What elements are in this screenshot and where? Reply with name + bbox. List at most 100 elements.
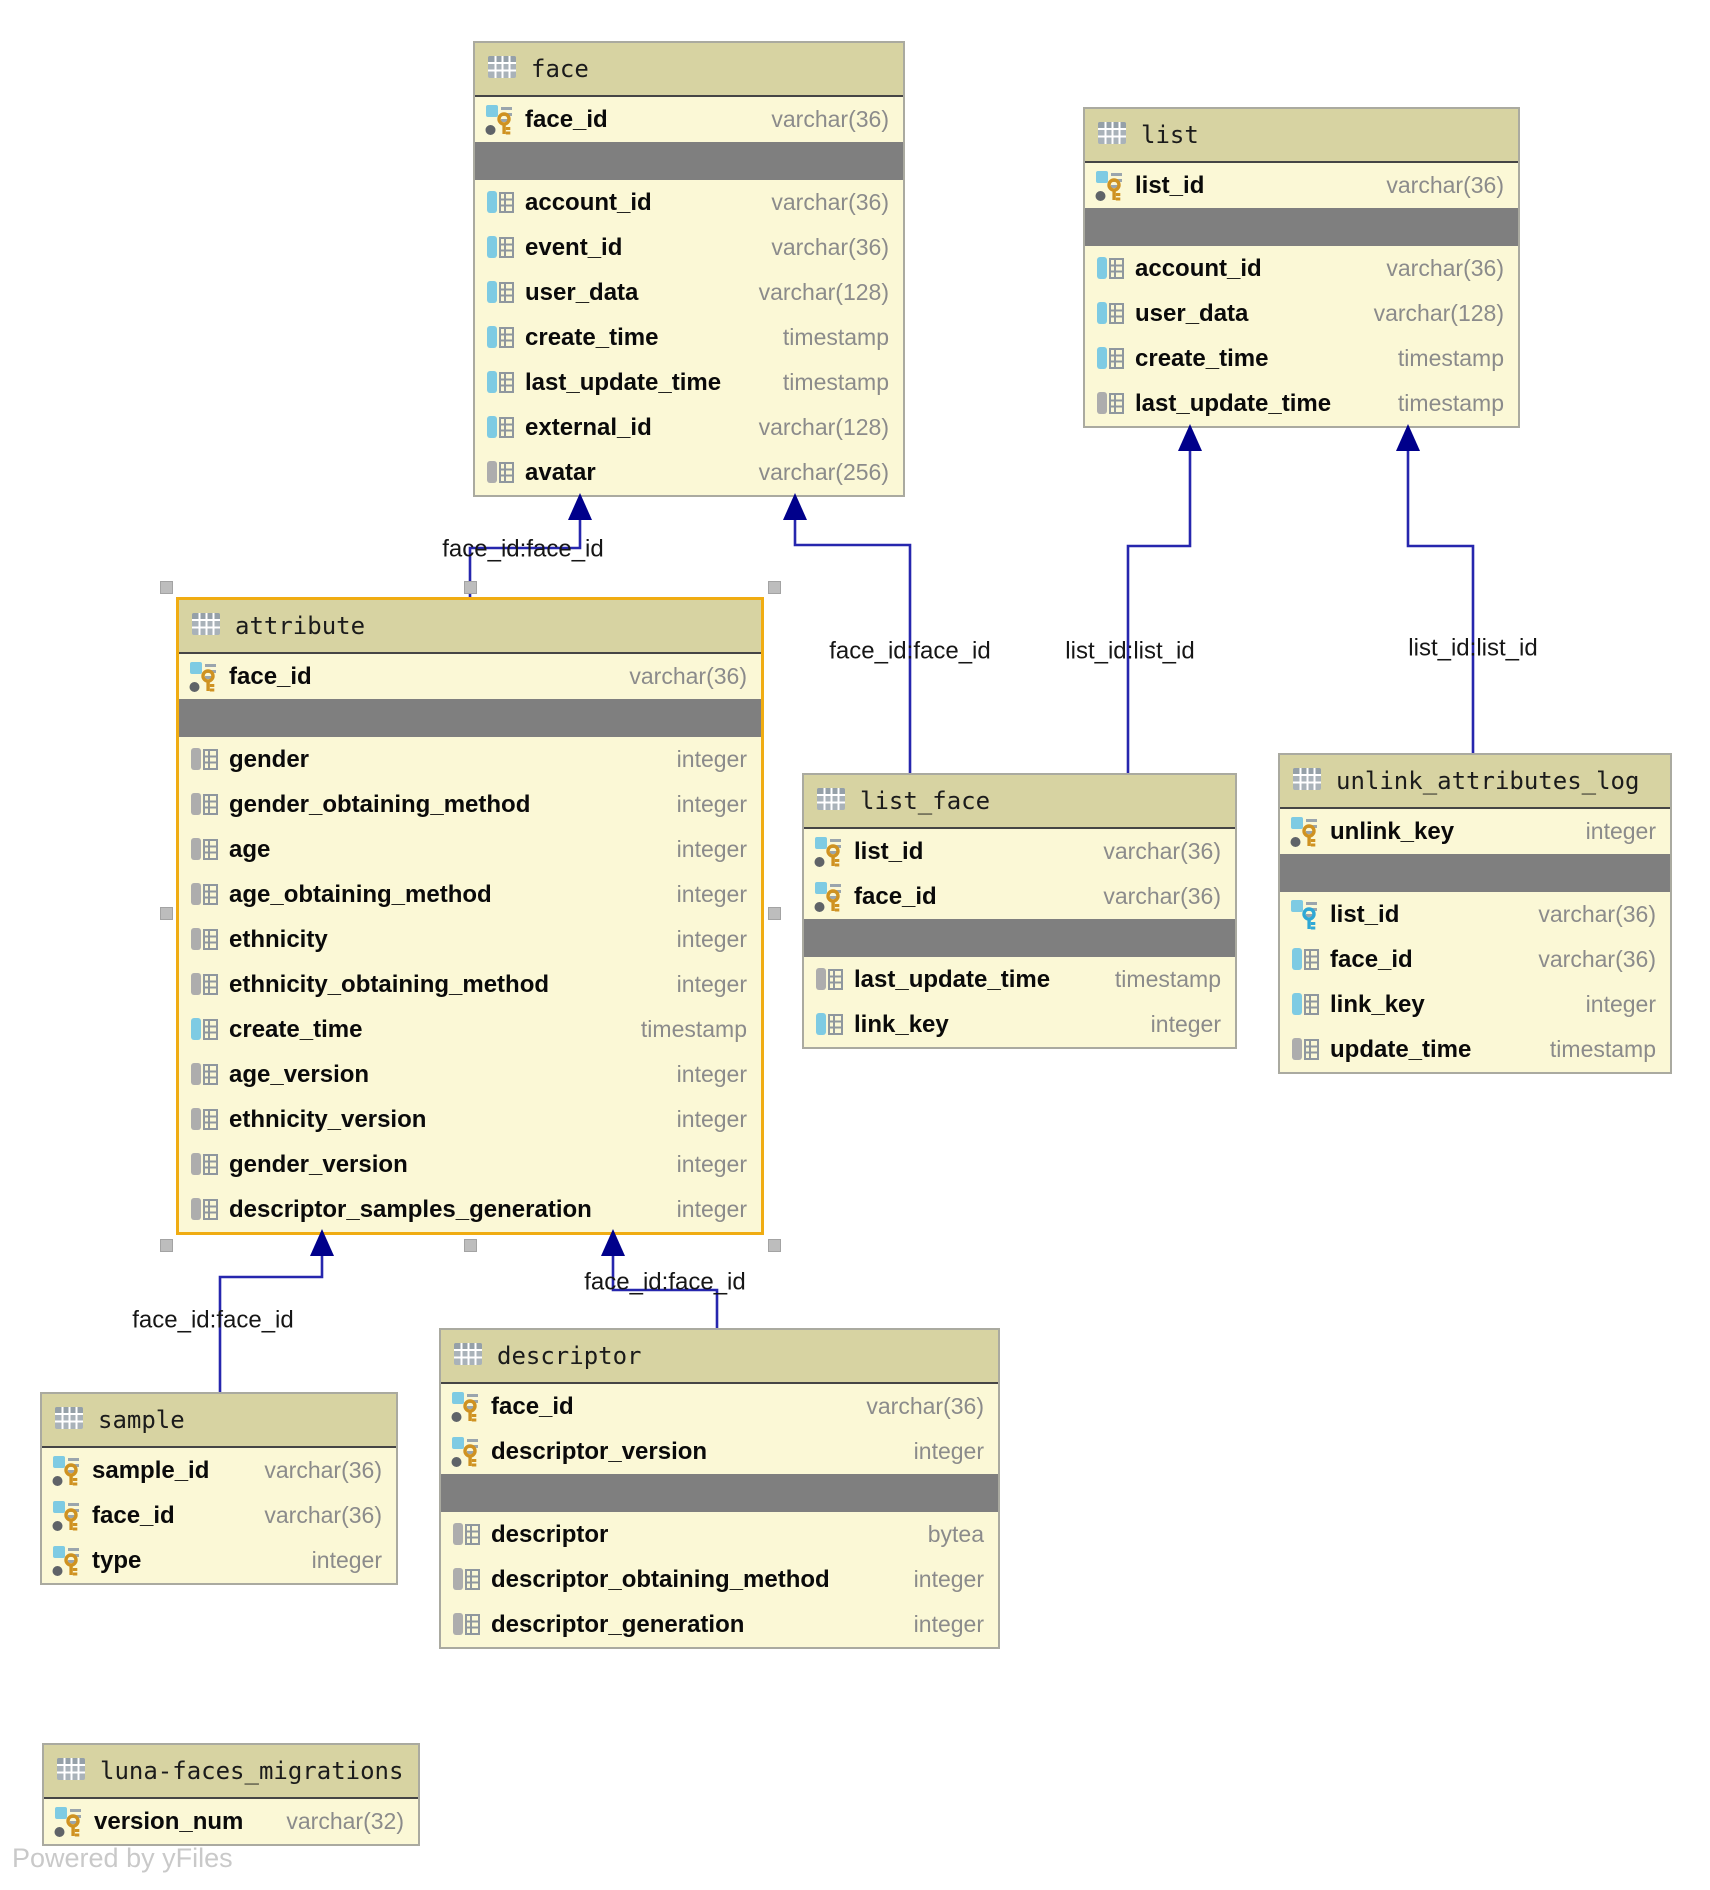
column-name: update_time — [1330, 1035, 1472, 1063]
selection-handle[interactable] — [160, 581, 173, 594]
table-header[interactable]: attribute — [179, 600, 761, 654]
column-type: timestamp — [1397, 345, 1504, 371]
edge-label: list_id:list_id — [1408, 635, 1537, 662]
column-type: integer — [676, 836, 747, 862]
column-type: integer — [913, 1611, 984, 1637]
column-type: varchar(36) — [1386, 172, 1504, 198]
selection-handle[interactable] — [160, 907, 173, 920]
selection-handle[interactable] — [768, 1239, 781, 1252]
column-icon — [485, 412, 515, 444]
edge-label: face_id:face_id — [584, 1269, 745, 1296]
edge-label: face_id:face_id — [829, 638, 990, 665]
column-icon — [189, 1059, 219, 1091]
column-type: varchar(36) — [264, 1457, 382, 1483]
relationship-edge-descriptor-to-attribute[interactable] — [611, 1247, 719, 1328]
relationship-edge-list_face-to-list[interactable] — [1126, 442, 1192, 773]
column-type: timestamp — [1549, 1036, 1656, 1062]
table-name: luna-faces_migrations — [100, 1757, 404, 1785]
column-group-separator — [179, 699, 761, 737]
table-name: descriptor — [497, 1342, 642, 1370]
selection-handle[interactable] — [160, 1239, 173, 1252]
column-name: account_id — [1135, 254, 1262, 282]
column-name: user_data — [525, 278, 639, 306]
selection-handle[interactable] — [768, 581, 781, 594]
column-icon — [1095, 298, 1125, 330]
column-name: descriptor_samples_generation — [229, 1195, 592, 1223]
selection-handle[interactable] — [464, 1239, 477, 1252]
column-icon — [485, 277, 515, 309]
relationship-edge-sample-to-attribute[interactable] — [218, 1247, 324, 1392]
table-grid-icon — [816, 786, 846, 817]
table-name: list_face — [860, 787, 991, 815]
table-header[interactable]: list_face — [804, 775, 1235, 829]
table-header[interactable]: unlink_attributes_log — [1280, 755, 1670, 809]
column-name: ethnicity_version — [229, 1105, 427, 1133]
column-type: timestamp — [1114, 966, 1221, 992]
column-group-separator — [1085, 208, 1518, 246]
table-header[interactable]: luna-faces_migrations — [44, 1745, 418, 1799]
column-name: create_time — [229, 1015, 363, 1043]
relationship-edge-list_face-to-face[interactable] — [793, 511, 912, 773]
table-header[interactable]: face — [475, 43, 903, 97]
column-name: last_update_time — [525, 368, 722, 396]
relationship-edge-unlink_attributes_log-to-list[interactable] — [1406, 442, 1475, 753]
column-type: varchar(36) — [771, 234, 889, 260]
selection-handle[interactable] — [464, 581, 477, 594]
table-header[interactable]: sample — [42, 1394, 396, 1448]
column-type: varchar(36) — [1386, 255, 1504, 281]
column-name: create_time — [1135, 344, 1269, 372]
column-icon — [485, 367, 515, 399]
column-name: age_obtaining_method — [229, 880, 492, 908]
table-header[interactable]: descriptor — [441, 1330, 998, 1384]
column-type: bytea — [927, 1521, 984, 1547]
column-name: descriptor_generation — [491, 1610, 745, 1638]
table-header[interactable]: list — [1085, 109, 1518, 163]
foreign-key-icon — [1290, 899, 1320, 931]
column-name: list_id — [854, 837, 924, 865]
column-type: varchar(256) — [758, 459, 889, 485]
column-name: link_key — [1330, 990, 1425, 1018]
table-grid-icon — [54, 1405, 84, 1436]
column-type: varchar(36) — [1103, 883, 1221, 909]
table-name: attribute — [235, 612, 366, 640]
column-name: link_key — [854, 1010, 949, 1038]
column-type: integer — [676, 1106, 747, 1132]
column-name: descriptor_obtaining_method — [491, 1565, 830, 1593]
column-type: integer — [676, 791, 747, 817]
column-type: varchar(36) — [1538, 946, 1656, 972]
column-name: age_version — [229, 1060, 370, 1088]
column-icon — [451, 1519, 481, 1551]
edge-arrowhead-icon — [783, 493, 807, 520]
column-name: type — [92, 1546, 142, 1574]
relationship-edge-attribute-to-face[interactable] — [468, 511, 582, 597]
primary-key-icon — [1095, 170, 1125, 202]
column-icon — [189, 789, 219, 821]
column-name: gender_version — [229, 1150, 408, 1178]
selection-handle[interactable] — [768, 907, 781, 920]
